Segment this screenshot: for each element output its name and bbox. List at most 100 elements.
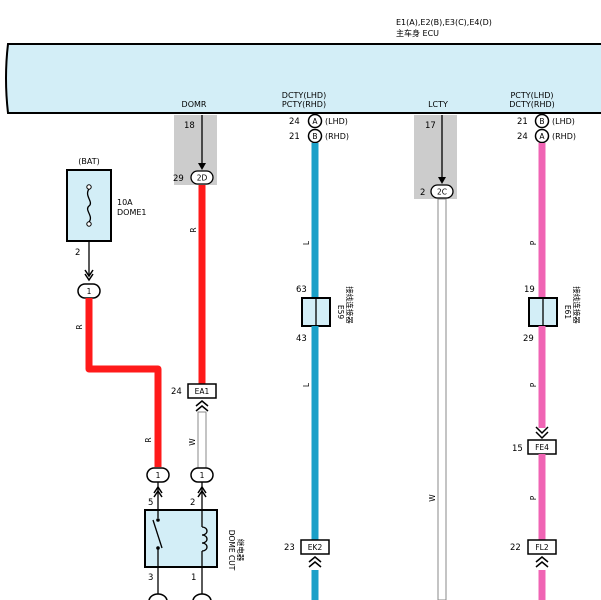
relay-chevron-icon-2 <box>153 489 163 498</box>
signal-dcty-rhd: DCTY(RHD) <box>509 100 555 109</box>
domr-connector-label: 2D <box>197 174 208 183</box>
ecu-body <box>5 43 601 114</box>
connector-fl2 <box>527 539 557 555</box>
fuse-bottom-terminal <box>86 221 92 227</box>
blue-connector-a <box>307 113 323 129</box>
pink-pin-a: 21 <box>517 117 528 127</box>
fuse-pin-2: 2 <box>75 248 80 258</box>
domr-connector-2d <box>190 170 214 185</box>
connector-ek2-label: EK2 <box>308 543 323 552</box>
relay-pin-3: 3 <box>148 573 153 583</box>
domr-wire-color-r: R <box>189 227 198 232</box>
junction-e61-desc: 接线连接器 <box>572 286 582 324</box>
ek2-chevron-icon-2 <box>308 561 322 568</box>
domr-ea1-pin: 24 <box>171 387 182 397</box>
pink-wire-color-p3: P <box>529 495 538 500</box>
relay-bottom-connector-left <box>148 593 168 600</box>
blue-junction-pin-43: 43 <box>296 334 307 344</box>
pink-junction-pin-29: 29 <box>523 334 534 344</box>
pink-mode-b: (RHD) <box>552 132 576 141</box>
signal-dcty-lhd: DCTY(LHD) <box>282 91 326 100</box>
ea1-chevron-icon <box>195 400 209 407</box>
relay-pin-1: 1 <box>191 573 196 583</box>
relay-name-1: DOME CUT <box>227 530 236 571</box>
lcty-connector-label: 2C <box>437 188 447 197</box>
fuse-source-bat: (BAT) <box>78 157 99 166</box>
pink-connector-a-label: A <box>539 132 545 141</box>
fl2-chevron-icon <box>535 556 549 563</box>
blue-wire-color-l2: L <box>302 382 311 387</box>
relay-pin-2: 2 <box>190 498 195 508</box>
ecu-name-label: 主车身 ECU <box>396 28 439 38</box>
pink-fe4-pin: 15 <box>512 444 523 454</box>
fuse-rating: 10A <box>117 198 133 207</box>
bat-wire-color-r2: R <box>144 437 153 442</box>
pink-wire-color-p2: P <box>529 382 538 387</box>
lcty-pin-17: 17 <box>425 121 436 131</box>
signal-domr: DOMR <box>182 100 207 109</box>
fuse-top-terminal <box>86 184 92 190</box>
relay-chevron-icon-1 <box>153 485 163 494</box>
bat-wire-color-r1: R <box>75 324 84 329</box>
connector-ek2 <box>300 539 330 555</box>
lcty-arrow-icon <box>438 177 446 184</box>
blue-pin-a: 24 <box>289 117 300 127</box>
pink-wire-color-p1: P <box>529 240 538 245</box>
pink-connector-b <box>534 113 550 129</box>
blue-wire-color-l1: L <box>302 240 311 245</box>
ea1-chevron-icon-2 <box>195 405 209 412</box>
domr-white-wire <box>197 411 207 469</box>
fuse-chevron-icon-2 <box>84 273 94 282</box>
signal-lcty: LCTY <box>428 100 448 109</box>
ek2-chevron-icon <box>308 556 322 563</box>
connector-fl2-label: FL2 <box>535 543 548 552</box>
fuse-chevron-icon <box>84 269 94 278</box>
blue-pin-b: 21 <box>289 132 300 142</box>
blue-mode-b: (RHD) <box>325 132 349 141</box>
relay-pin-5: 5 <box>148 498 153 508</box>
relay-coil-icon <box>201 526 208 552</box>
fuse-connector-label: 1 <box>87 287 92 296</box>
domr-pin-29: 29 <box>173 174 184 184</box>
junction-e59-name: E59 <box>336 305 345 320</box>
relay-name-2: 继电器 <box>236 539 246 562</box>
relay-connector-right-label: 1 <box>200 471 205 480</box>
connector-ea1-label: EA1 <box>195 387 210 396</box>
pink-fl2-pin: 22 <box>510 543 521 553</box>
blue-connector-b-label: B <box>312 132 317 141</box>
relay-chevron-icon-3 <box>197 485 207 494</box>
lcty-connector-2c <box>430 184 454 199</box>
connector-ea1 <box>187 383 217 399</box>
blue-mode-a: (LHD) <box>325 117 348 126</box>
fl2-chevron-icon-2 <box>535 561 549 568</box>
connector-fe4-label: FE4 <box>535 443 549 452</box>
pink-connector-b-label: B <box>539 117 544 126</box>
lcty-pin-2: 2 <box>420 188 425 198</box>
ecu-connectors-label: E1(A),E2(B),E3(C),E4(D) <box>396 18 492 27</box>
bat-red-wire <box>85 298 162 467</box>
blue-connector-b <box>307 128 323 144</box>
signal-pcty-rhd: PCTY(RHD) <box>282 100 326 109</box>
junction-e59-desc: 接线连接器 <box>345 286 355 324</box>
relay-bottom-connector-right <box>192 593 212 600</box>
blue-junction-pin-63: 63 <box>296 285 307 295</box>
junction-e61-name: E61 <box>563 305 572 320</box>
lcty-white-wire <box>437 198 447 600</box>
fe4-chevron-icon <box>535 426 549 435</box>
pink-connector-a <box>534 128 550 144</box>
relay-connector-left-label: 1 <box>156 471 161 480</box>
relay-switch-dot-1 <box>156 518 160 522</box>
domr-arrow-icon <box>198 163 206 170</box>
fuse-name: DOME1 <box>117 208 147 217</box>
relay-dome-cut <box>144 509 218 568</box>
pink-mode-a: (LHD) <box>552 117 575 126</box>
relay-switch-contact-icon <box>152 519 163 549</box>
fuse-element-icon <box>86 188 92 223</box>
blue-ek2-pin: 23 <box>284 543 295 553</box>
fe4-chevron-icon-2 <box>535 431 549 440</box>
lcty-wire-color-w: W <box>428 494 437 502</box>
signal-pcty-lhd: PCTY(LHD) <box>510 91 553 100</box>
domr-wire-color-w: W <box>188 438 197 446</box>
pink-junction-pin-19: 19 <box>524 285 535 295</box>
